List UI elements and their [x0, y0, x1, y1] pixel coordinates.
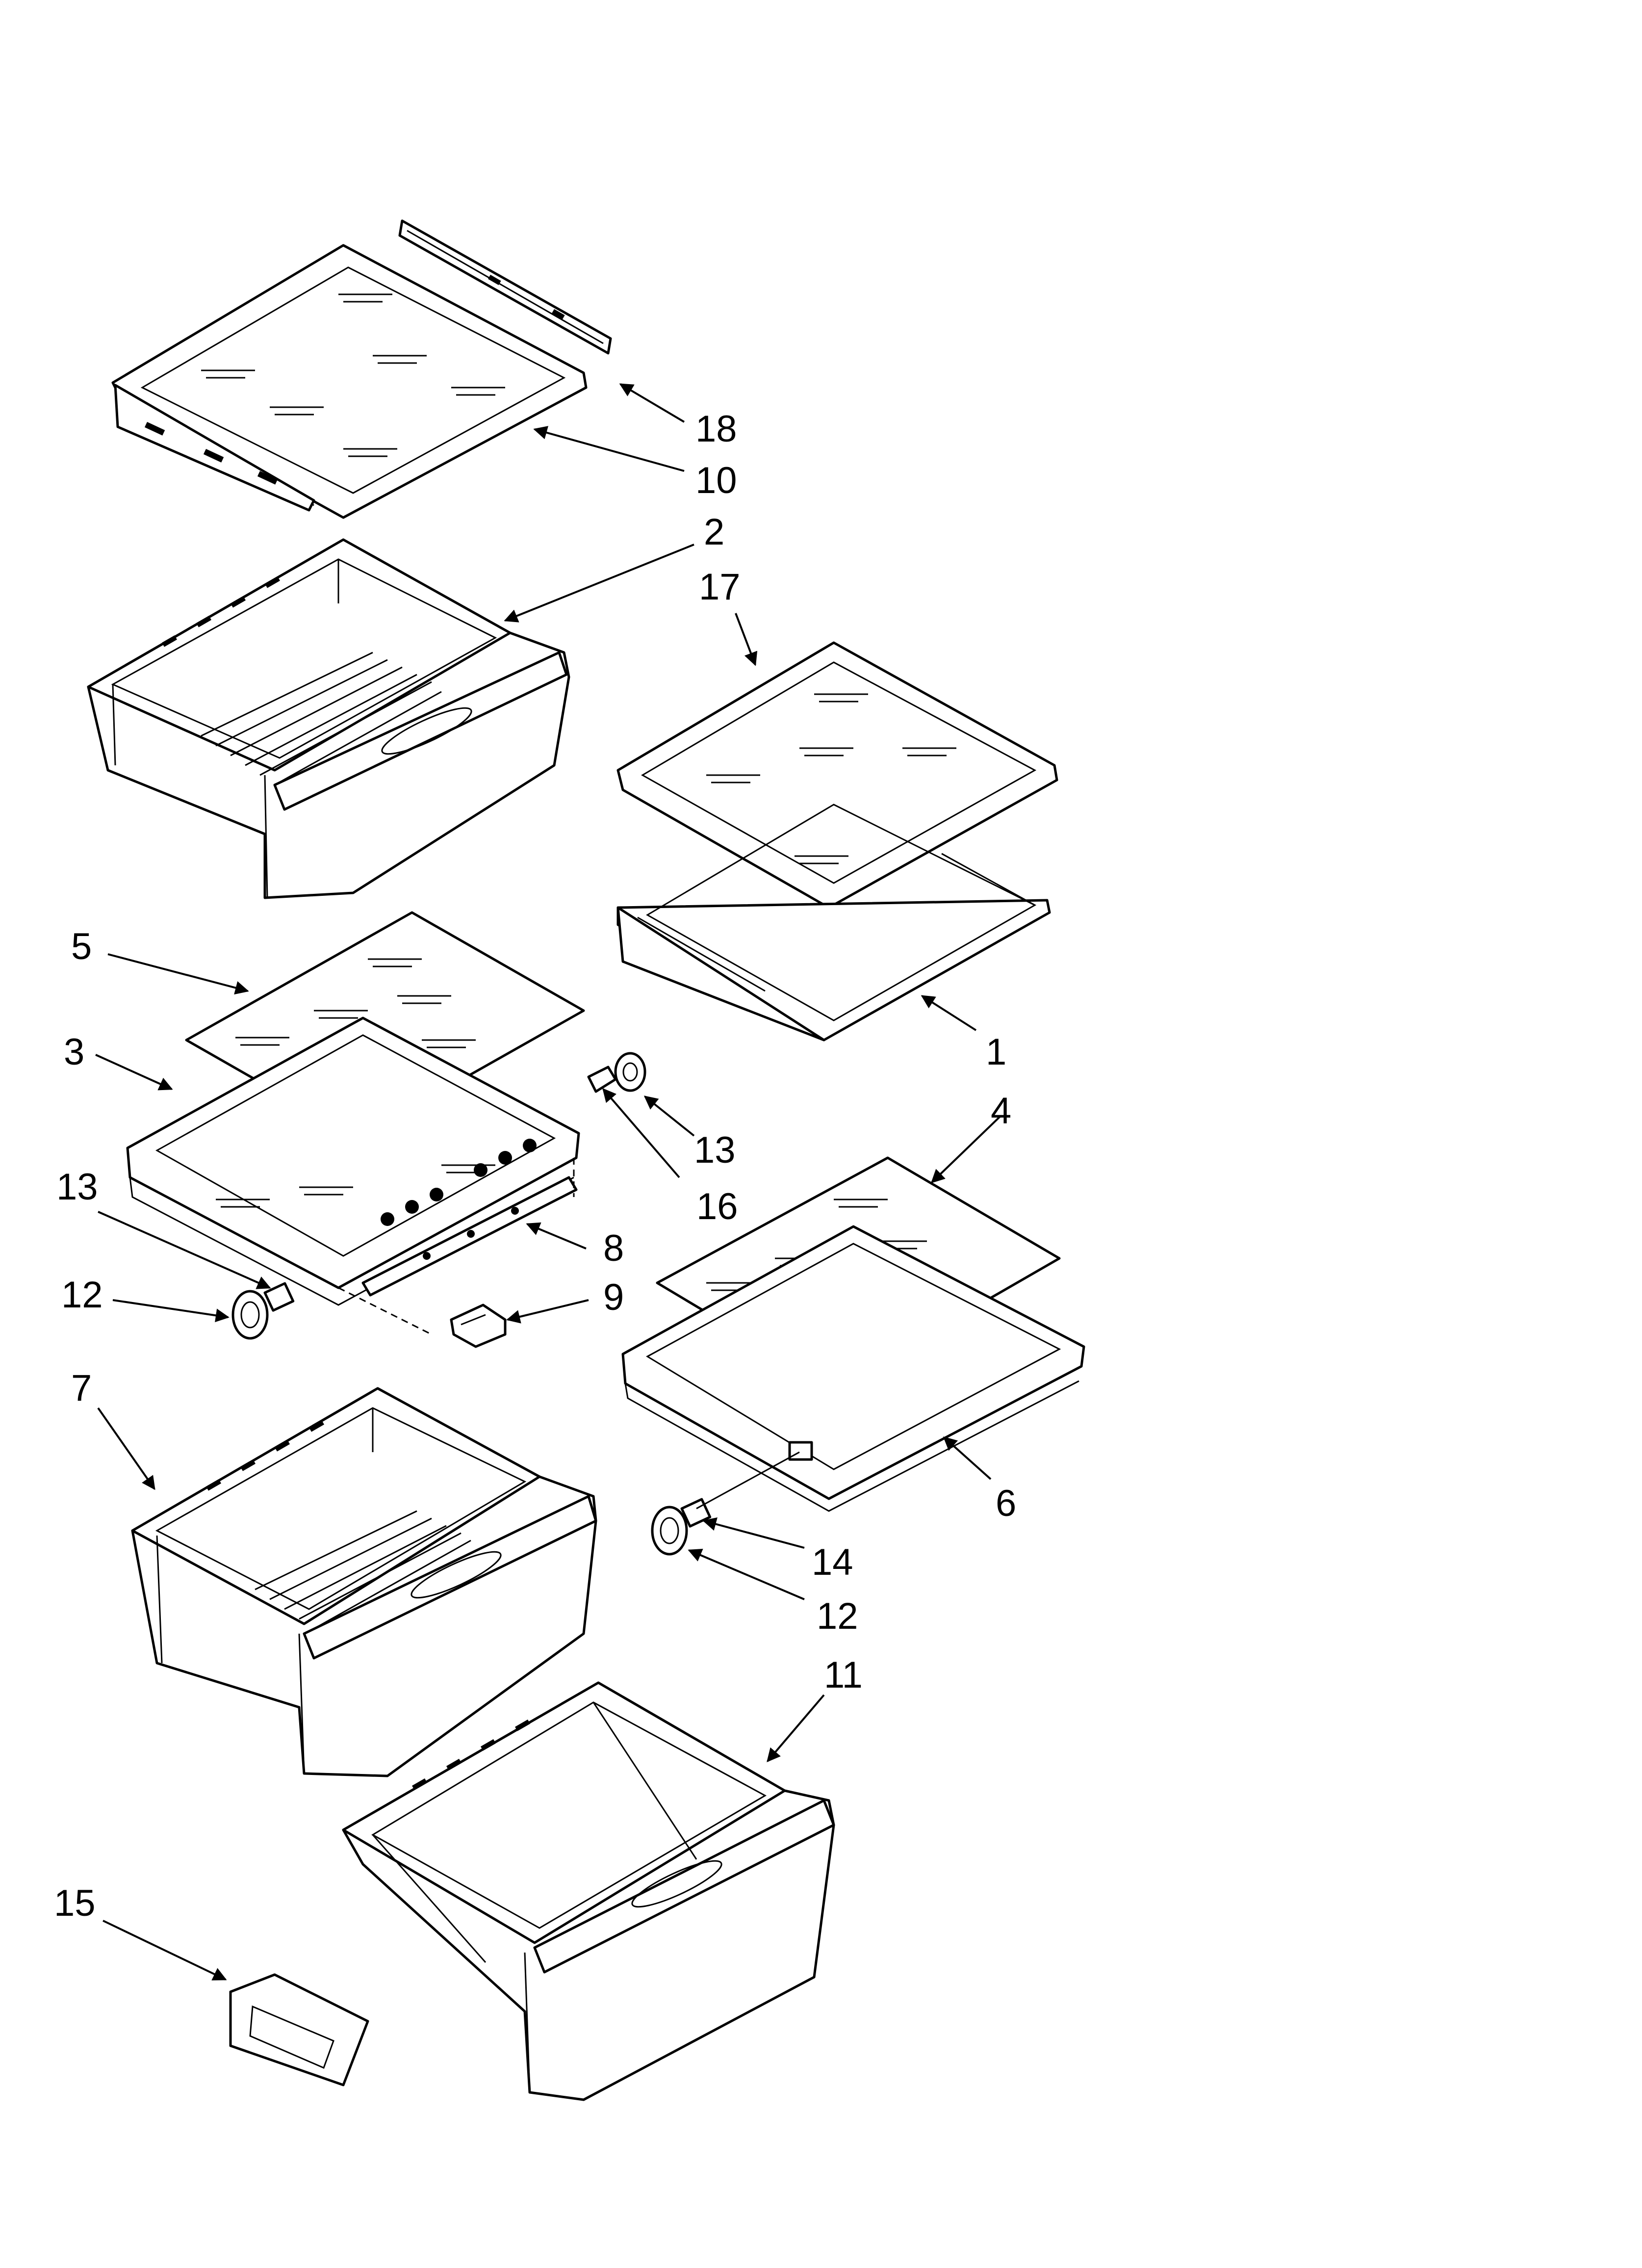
part-18-rear-rail	[398, 219, 612, 355]
part-9-clip	[450, 1303, 507, 1348]
callout-7: 7	[71, 1367, 92, 1409]
part-11-crisper-drawer	[342, 1681, 835, 2101]
part-1-shelf-frame	[616, 804, 1051, 1042]
callout-10: 10	[695, 460, 737, 501]
callout-16: 16	[696, 1186, 738, 1227]
callout-6: 6	[996, 1483, 1016, 1524]
leader-lines	[95, 383, 1001, 1981]
part-12-13-roller-left	[231, 1282, 295, 1340]
part-17-glass-shelf	[616, 641, 1058, 909]
callout-15: 15	[54, 1882, 96, 1924]
callout-17: 17	[699, 566, 741, 608]
callout-labels: 18 10 2 17 1 5 3 13 16 4 13 12 8 9 7 6 1…	[54, 408, 1016, 1924]
callout-18: 18	[695, 408, 737, 450]
part-10-glass-shelf	[111, 244, 588, 519]
callout-14: 13	[694, 1129, 736, 1171]
part-7-crisper-drawer	[131, 1387, 597, 1777]
callout-2: 2	[704, 511, 724, 553]
callout-13-left: 13	[56, 1166, 98, 1208]
callout-12-left: 12	[61, 1274, 103, 1316]
callout-5: 5	[71, 926, 92, 967]
part-8-rail	[338, 1158, 578, 1335]
callout-12-right: 12	[817, 1595, 858, 1637]
callout-1: 1	[986, 1031, 1006, 1073]
callout-4: 4	[991, 1090, 1011, 1132]
part-3-cover-frame	[126, 1017, 580, 1306]
callout-8: 8	[603, 1227, 624, 1269]
part-15-label	[229, 1973, 369, 2086]
part-14-16-roller-right	[587, 1052, 646, 1093]
callout-13-right: 14	[812, 1541, 853, 1583]
part-2-crisper-drawer	[87, 538, 570, 899]
callout-9: 9	[603, 1277, 624, 1318]
callout-3: 3	[64, 1031, 84, 1073]
callout-11: 11	[824, 1654, 863, 1696]
